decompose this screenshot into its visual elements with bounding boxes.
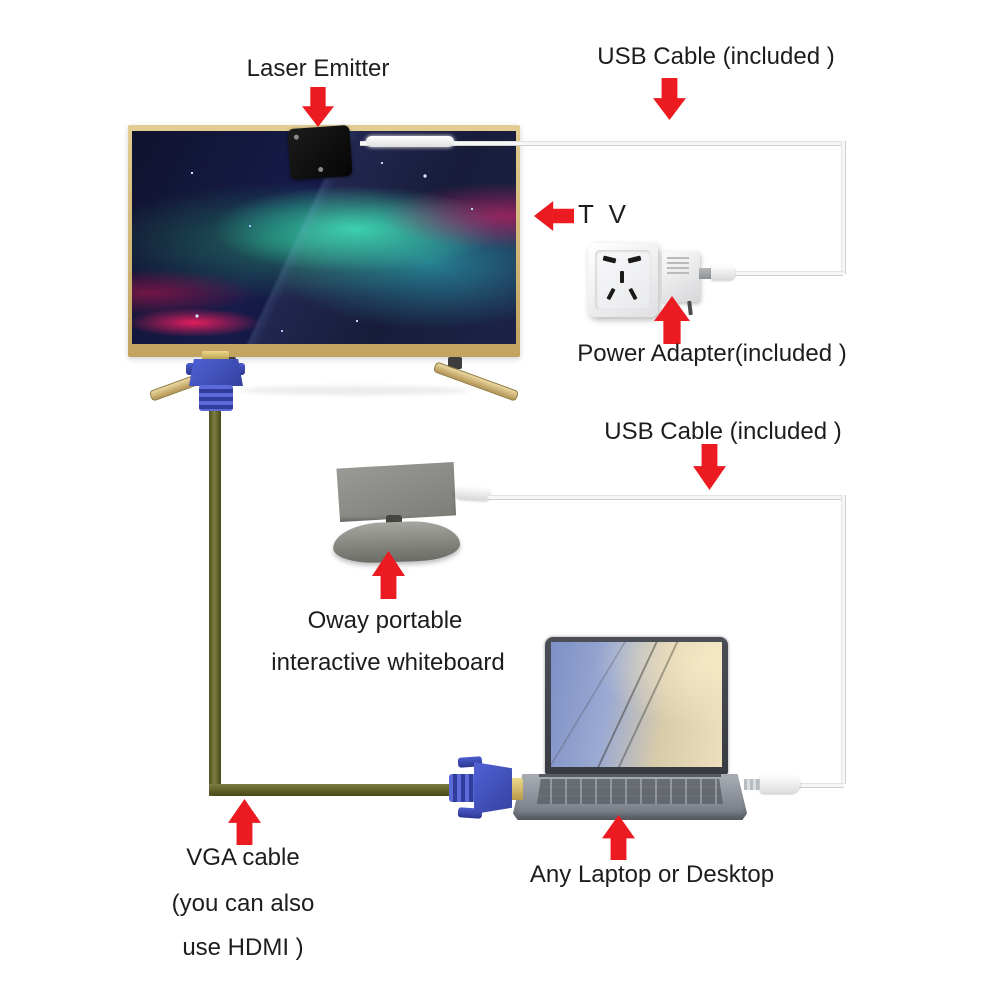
vga-connector-tv-body — [189, 359, 243, 386]
usb-cable-1-to-adapter — [733, 271, 843, 276]
whiteboard-base — [332, 519, 461, 565]
tv-foot-right — [432, 361, 520, 402]
usb-cable-1-vertical — [841, 141, 846, 274]
label-whiteboard-line2: interactive whiteboard — [271, 649, 505, 676]
label-laser-emitter: Laser Emitter — [246, 55, 390, 82]
vga-connector-tv-grip — [199, 385, 233, 411]
usb-cable-2-horizontal — [488, 495, 844, 500]
laptop-base — [513, 774, 747, 820]
tv-shadow — [240, 386, 470, 395]
label-tv: T V — [578, 199, 630, 229]
laptop-display — [551, 642, 722, 767]
label-vga-line2: (you can also — [171, 890, 315, 917]
arrow-up-power-adapter — [654, 296, 690, 344]
adapter-prong-right — [687, 300, 693, 316]
label-any-laptop: Any Laptop or Desktop — [529, 861, 775, 888]
arrow-left-tv — [534, 201, 574, 231]
arrow-down-laser-emitter — [302, 87, 334, 127]
vga-connector-laptop-body — [474, 762, 512, 814]
vga-connector-tv-pins — [202, 351, 229, 360]
laptop-usb-plug-metal — [744, 779, 761, 790]
arrow-down-usb-cable-top — [653, 78, 686, 120]
vga-connector-tv-screw-right — [235, 363, 245, 375]
adapter-usb-plug — [711, 265, 735, 280]
arrow-up-vga-cable — [228, 799, 261, 845]
label-usb-cable-top: USB Cable (included ) — [597, 43, 835, 70]
label-usb-cable-mid: USB Cable (included ) — [604, 418, 842, 445]
laptop-usb-plug — [760, 775, 800, 793]
adapter-usb-port — [699, 268, 712, 279]
vga-connector-tv-screw-left — [186, 363, 196, 375]
power-adapter — [662, 251, 700, 302]
usb-cable-2-to-laptop — [797, 783, 844, 788]
usb-cable-2-vertical — [841, 495, 846, 784]
arrow-down-usb-cable-mid — [693, 444, 726, 490]
usb-cable-1-horizontal — [360, 141, 843, 146]
laptop-keyboard — [537, 779, 723, 804]
label-power-adapter: Power Adapter(included ) — [577, 340, 847, 367]
vga-cable-vertical — [209, 408, 221, 796]
usb-cable-1-connector — [366, 136, 454, 147]
vga-connector-laptop-grip — [449, 774, 476, 802]
laser-emitter-device — [287, 124, 353, 181]
laptop-screen — [545, 637, 728, 775]
arrow-up-laptop — [602, 815, 635, 860]
vga-cable-horizontal — [209, 784, 457, 796]
label-vga-line3: use HDMI ) — [182, 934, 304, 961]
label-vga-line1: VGA cable — [186, 844, 300, 871]
whiteboard-panel — [336, 462, 456, 522]
whiteboard-usb-connector — [454, 485, 492, 502]
label-whiteboard-line1: Oway portable — [307, 607, 463, 634]
wall-outlet — [588, 243, 658, 317]
